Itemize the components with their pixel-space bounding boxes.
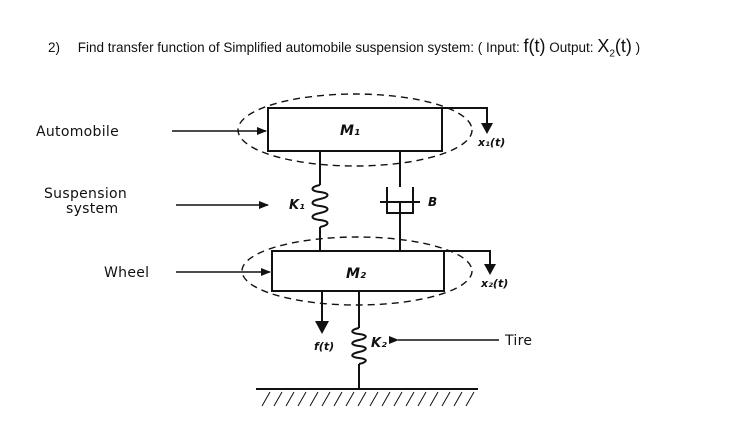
tire-label: Tire (504, 333, 532, 349)
spring-k2-label: K₂ (371, 336, 387, 351)
spring-k2 (351, 291, 367, 389)
damper-b (380, 151, 420, 251)
output-sub: 2 (609, 48, 615, 60)
mass-m2-label: M₂ (346, 266, 367, 282)
automobile-group-ellipse (237, 93, 473, 167)
x2-arrow (444, 250, 496, 275)
force-arrow (315, 291, 329, 334)
question-text: 2) Find transfer function of Simplified … (48, 36, 640, 60)
x1-label: x₁(t) (477, 136, 505, 149)
wheel-group-ellipse (241, 236, 473, 306)
spring-k1 (311, 151, 329, 251)
x2-label: x₂(t) (480, 277, 508, 290)
wheel-label: Wheel (104, 265, 149, 281)
ground (256, 388, 478, 407)
suspension-label-line1: Suspension (44, 186, 127, 202)
mass-m1-block (267, 107, 443, 152)
mass-m1-label: M₁ (340, 123, 360, 139)
question-body: Find transfer function of Simplified aut… (77, 40, 520, 55)
automobile-label: Automobile (36, 124, 119, 140)
x1-arrow (442, 107, 493, 134)
question-close: ) (635, 40, 641, 55)
output-var: X (597, 36, 610, 56)
force-label: f(t) (314, 340, 334, 353)
damper-b-label: B (428, 195, 437, 209)
spring-k1-label: K₁ (289, 198, 305, 213)
output-arg: (t) (614, 36, 632, 56)
question-number: 2) (48, 40, 61, 55)
output-label: Output: (549, 40, 594, 55)
input-symbol: f(t) (523, 36, 546, 56)
suspension-label-line2: system (66, 201, 118, 217)
